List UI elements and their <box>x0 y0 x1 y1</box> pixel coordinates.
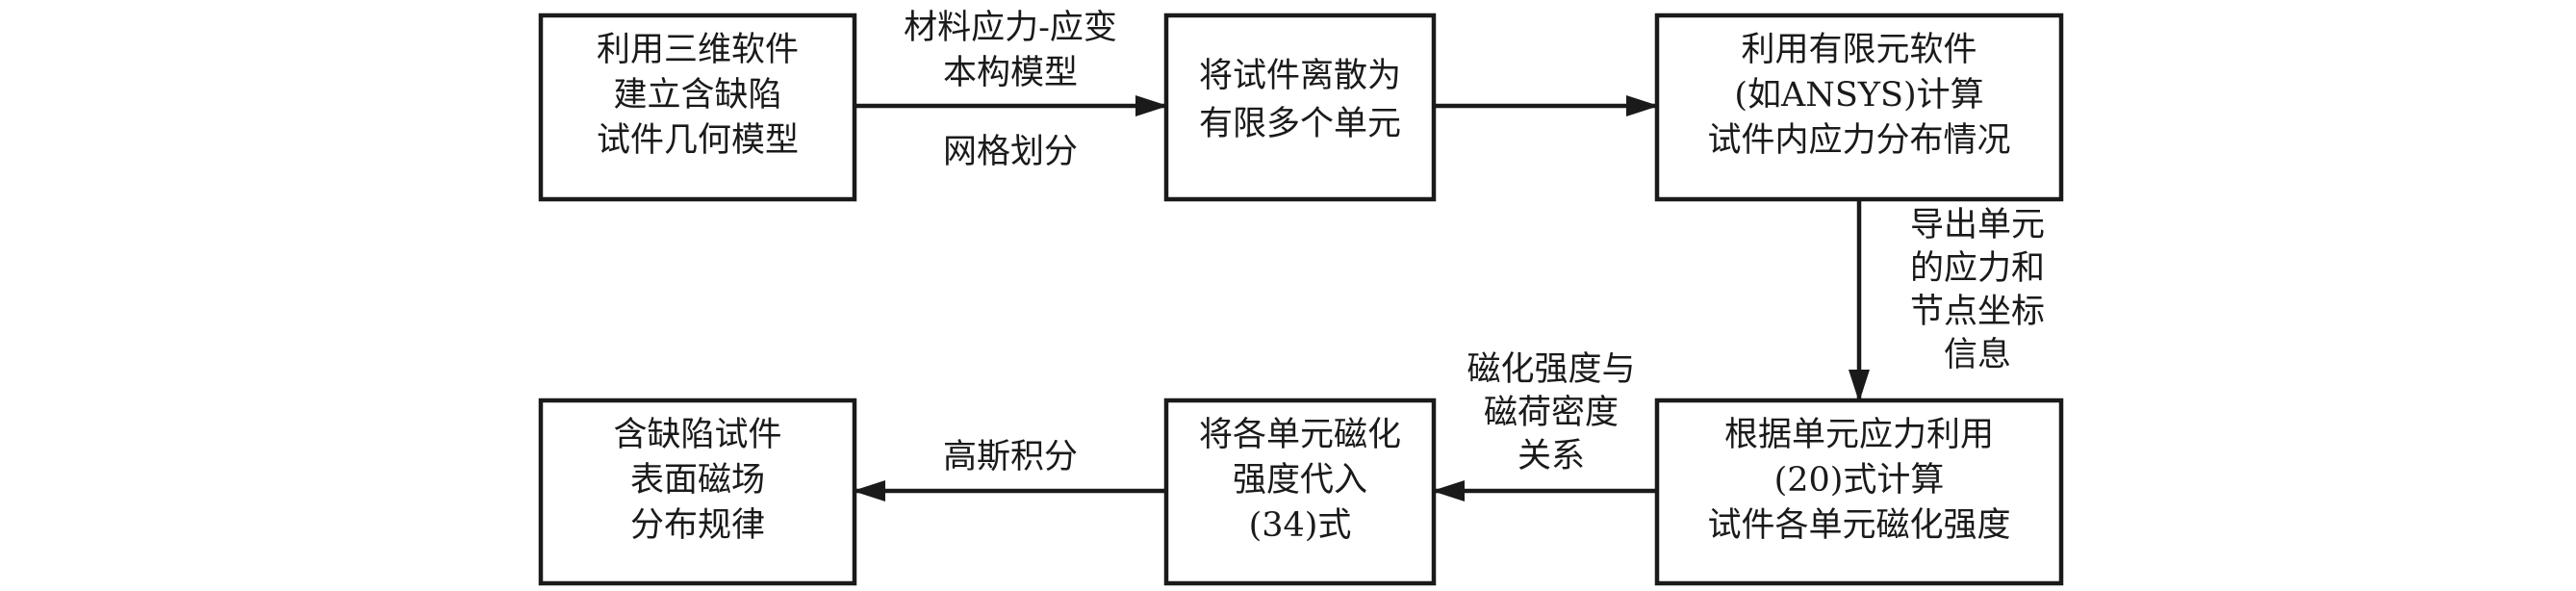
label-substitute-to-result: 高斯积分 <box>943 438 1078 476</box>
box-build-geometry-model-line-2: 建立含缺陷 <box>613 76 781 115</box>
box-element-magnetization-line-2: (20)式计算 <box>1774 461 1945 500</box>
box-surface-field-result-line-3: 分布规律 <box>630 506 765 545</box>
box-substitute-magnetization: 将各单元磁化 强度代入 (34)式 <box>1163 398 1437 586</box>
label-relation-line-2: 磁荷密度 <box>1484 394 1619 432</box>
label-constitutive-model-line-1: 材料应力-应变 <box>904 9 1117 47</box>
box-substitute-magnetization-line-1: 将各单元磁化 <box>1199 416 1401 454</box>
label-constitutive-model-line-2: 本构模型 <box>943 54 1078 92</box>
box-discretize-specimen: 将试件离散为 有限多个单元 <box>1163 13 1437 202</box>
label-magnetization-to-substitute: 磁化强度与 磁荷密度 关系 <box>1467 350 1635 475</box>
label-export-line-2: 的应力和 <box>1910 249 2045 288</box>
label-relation-line-1: 磁化强度与 <box>1467 350 1635 389</box>
label-fea-to-magnetization: 导出单元 的应力和 节点坐标 信息 <box>1910 206 2045 374</box>
label-export-line-4: 信息 <box>1944 336 2011 374</box>
box-fea-stress-calculation: 利用有限元软件 (如ANSYS)计算 试件内应力分布情况 <box>1654 13 2064 202</box>
box-fea-stress-calculation-line-3: 试件内应力分布情况 <box>1707 121 2010 160</box>
box-surface-field-result-line-2: 表面磁场 <box>630 461 765 500</box>
box-element-magnetization: 根据单元应力利用 (20)式计算 试件各单元磁化强度 <box>1654 398 2064 586</box>
box-discretize-specimen-line-2: 有限多个单元 <box>1199 105 1401 143</box>
box-fea-stress-calculation-line-2: (如ANSYS)计算 <box>1734 76 1983 115</box>
label-meshing: 网格划分 <box>943 133 1078 171</box>
box-fea-stress-calculation-line-1: 利用有限元软件 <box>1741 31 1977 69</box>
box-surface-field-result: 含缺陷试件 表面磁场 分布规律 <box>538 398 857 586</box>
box-build-geometry-model: 利用三维软件 建立含缺陷 试件几何模型 <box>538 13 857 202</box>
label-export-line-3: 节点坐标 <box>1910 293 2045 331</box>
label-model-to-discretize: 材料应力-应变 本构模型 网格划分 <box>904 9 1117 171</box>
box-build-geometry-model-line-3: 试件几何模型 <box>597 121 799 160</box>
box-surface-field-result-line-1: 含缺陷试件 <box>613 416 781 454</box>
box-element-magnetization-line-3: 试件各单元磁化强度 <box>1707 506 2010 545</box>
box-build-geometry-model-line-1: 利用三维软件 <box>597 31 799 69</box>
box-substitute-magnetization-line-2: 强度代入 <box>1233 461 1367 500</box>
label-gauss-integration: 高斯积分 <box>943 438 1078 476</box>
box-element-magnetization-line-1: 根据单元应力利用 <box>1724 416 1994 454</box>
box-discretize-specimen-line-1: 将试件离散为 <box>1199 57 1401 95</box>
label-relation-line-3: 关系 <box>1518 437 1585 475</box>
box-substitute-magnetization-line-3: (34)式 <box>1249 506 1352 545</box>
label-export-line-1: 导出单元 <box>1910 206 2045 244</box>
